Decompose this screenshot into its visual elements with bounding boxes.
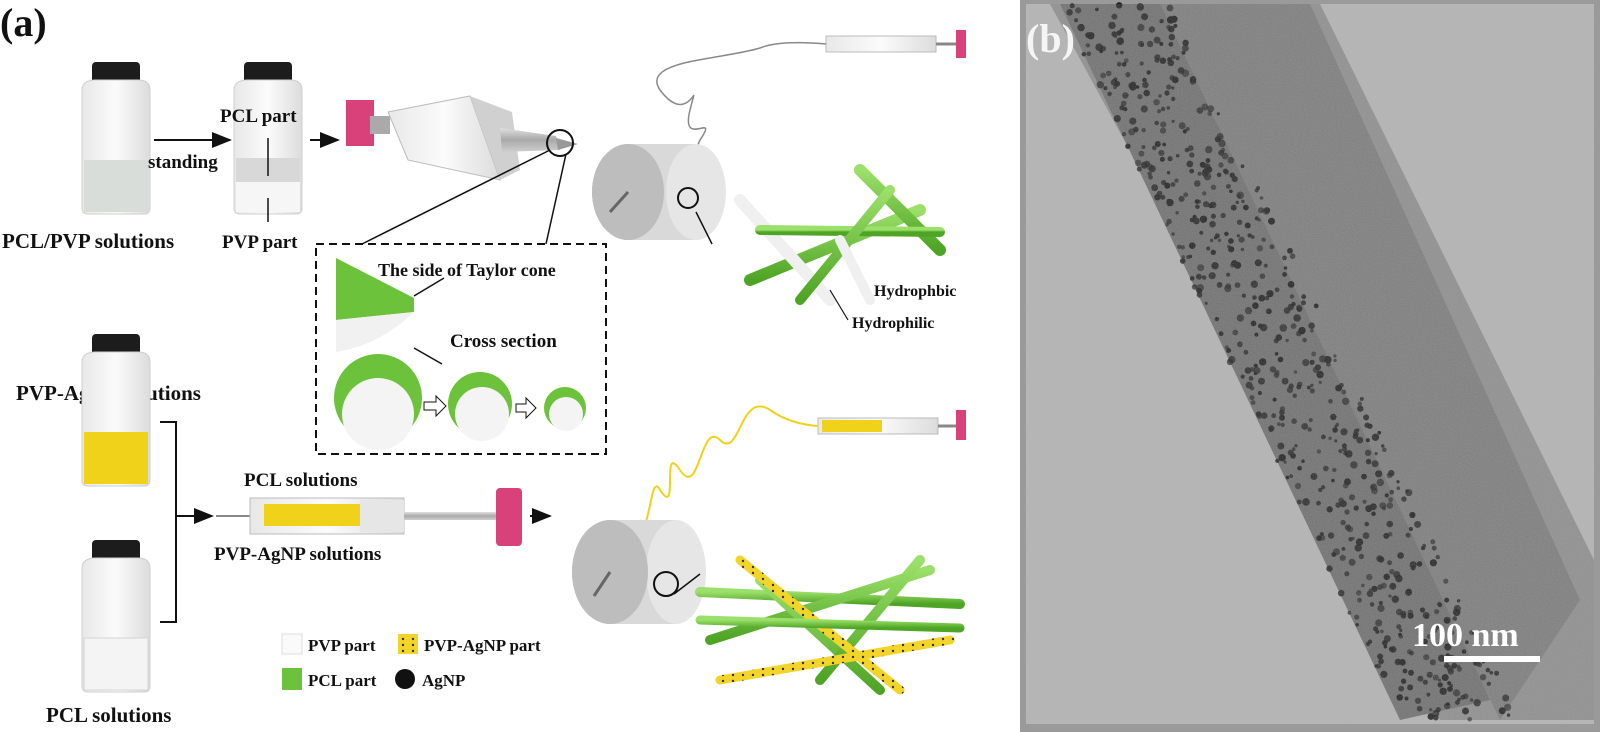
small-syringe-top (825, 30, 966, 58)
fiber-mat-top (724, 164, 946, 321)
label-pvp-part: PVP part (222, 232, 298, 253)
legend-label-pcl: PCL part (308, 671, 377, 690)
label-pcl-solutions-mid: PCL solutions (244, 470, 358, 491)
legend-label-agnp: AgNP (422, 671, 465, 690)
jet-spiral-bottom (639, 405, 819, 525)
label-standing: standing (148, 152, 218, 173)
panel-a-label: (a) (0, 0, 47, 45)
legend-swatch-pcl (282, 668, 302, 690)
jet-spiral-top (656, 41, 827, 181)
zoom-line-left (361, 149, 551, 245)
panel-a-schematic: (a) standing PCL/PVP solutions PCL part … (0, 0, 966, 727)
legend: PVP part PVP-AgNP part PCL part AgNP (281, 633, 541, 690)
legend-label-pvp-agnp: PVP-AgNP part (424, 636, 541, 655)
zoom-line-right (545, 153, 567, 245)
label-hydrophilic: Hydrophilic (852, 315, 934, 332)
label-pcl-solutions-bottom: PCL solutions (46, 703, 171, 727)
label-pvp-agnp-solutions-mid: PVP-AgNP solutions (214, 544, 381, 565)
label-cross-section: Cross section (450, 331, 557, 352)
scale-bar (1444, 656, 1540, 662)
inset-box (315, 243, 607, 455)
bottle-pcl (81, 540, 151, 693)
label-pcl-part: PCL part (220, 106, 297, 127)
bottle-pvp-agnp (81, 334, 151, 487)
small-syringe-bottom (817, 410, 966, 440)
taylor-cone (336, 258, 445, 352)
syringe-large (346, 95, 578, 181)
scale-bar-label: 100 nm (1412, 617, 1519, 654)
syringe-coaxial (216, 488, 522, 546)
label-taylor-cone-side: The side of Taylor cone (378, 260, 556, 280)
legend-label-pvp: PVP part (308, 636, 376, 655)
collector-top (592, 144, 726, 245)
panel-b-tem-image: (b) 100 nm (1020, 0, 1600, 732)
panel-b-label: (b) (1026, 16, 1075, 61)
merge-bracket (160, 421, 206, 623)
collector-bottom (572, 520, 706, 624)
bottle-pcl-pvp (81, 62, 151, 215)
legend-swatch-pvp (281, 633, 303, 655)
fiber-mat-bottom (695, 555, 965, 695)
legend-swatch-agnp (395, 669, 415, 689)
legend-swatch-pvp-agnp (398, 634, 418, 654)
label-hydrophobic: Hydrophbic (874, 283, 956, 300)
bottle-separated (233, 62, 303, 222)
cross-sections (334, 347, 586, 450)
label-pcl-pvp-solutions: PCL/PVP solutions (2, 229, 174, 253)
